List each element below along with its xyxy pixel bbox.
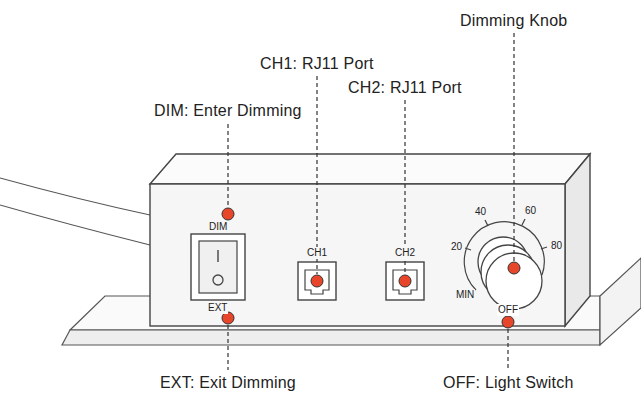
callout-label: DIM: Enter Dimming bbox=[154, 102, 302, 120]
scale-tick bbox=[465, 248, 471, 250]
leader-line bbox=[227, 124, 228, 207]
leader-line bbox=[316, 76, 317, 274]
switch-on-mark bbox=[217, 250, 218, 262]
panel-marking: EXT bbox=[207, 302, 228, 314]
housing-side bbox=[565, 154, 590, 326]
scale-tick bbox=[485, 220, 488, 226]
panel-marking: CH2 bbox=[394, 247, 416, 259]
marker-dot bbox=[311, 275, 323, 287]
scale-number: MIN bbox=[455, 289, 475, 301]
housing-front bbox=[150, 184, 565, 326]
scale-number: 60 bbox=[524, 205, 537, 217]
switch-rocker bbox=[199, 241, 237, 293]
callout-label: Dimming Knob bbox=[460, 12, 567, 30]
marker-dot bbox=[222, 208, 234, 220]
scale-number: 20 bbox=[450, 241, 463, 253]
callout-label: EXT: Exit Dimming bbox=[160, 374, 296, 392]
scale-number: OFF bbox=[497, 304, 519, 316]
marker-dot bbox=[399, 275, 411, 287]
scale-tick bbox=[541, 247, 547, 249]
switch-frame bbox=[191, 234, 245, 300]
marker-dot bbox=[502, 316, 514, 328]
scale-number: 40 bbox=[474, 206, 487, 218]
panel-marking: CH1 bbox=[306, 247, 328, 259]
cable-line bbox=[0, 205, 150, 245]
leader-line bbox=[513, 33, 514, 261]
callout-label: CH1: RJ11 Port bbox=[260, 55, 374, 73]
housing-top bbox=[150, 154, 590, 184]
switch-off-mark bbox=[213, 275, 223, 285]
panel-marking: DIM bbox=[208, 221, 228, 233]
rj11-socket bbox=[393, 270, 417, 294]
marker-dot bbox=[508, 262, 520, 274]
scale-number: 80 bbox=[550, 240, 563, 252]
callout-label: CH2: RJ11 Port bbox=[348, 79, 462, 97]
tray-side bbox=[600, 258, 641, 345]
callout-label: OFF: Light Switch bbox=[443, 374, 574, 392]
cable-line bbox=[0, 178, 150, 215]
tray-front bbox=[62, 330, 600, 345]
scale-tick bbox=[522, 219, 525, 225]
rj11-jack bbox=[386, 262, 424, 300]
leader-line bbox=[507, 329, 508, 370]
knob-body bbox=[486, 253, 542, 309]
leader-line bbox=[227, 325, 228, 370]
marker-dot bbox=[222, 312, 234, 324]
